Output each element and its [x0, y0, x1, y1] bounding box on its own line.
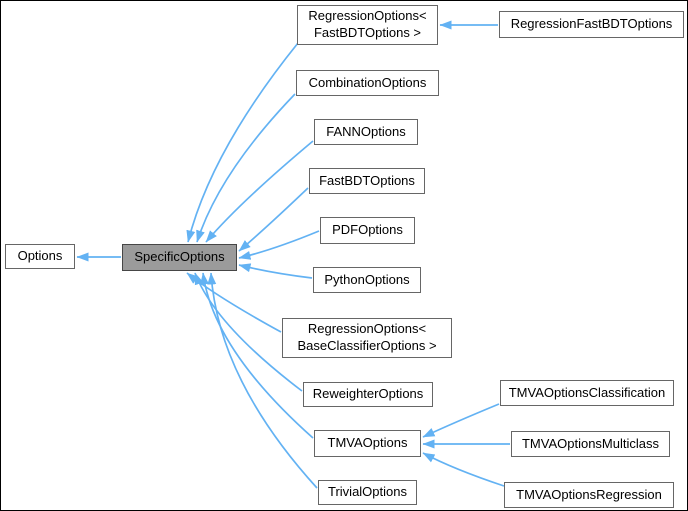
- class-node-label: Options: [17, 248, 63, 264]
- class-node-tmva-options-classification[interactable]: TMVAOptionsClassification: [500, 380, 674, 406]
- class-node-label: CombinationOptions: [308, 74, 427, 90]
- inheritance-arrow-regression-options-baseclassifier-to-specific-options: [186, 272, 282, 333]
- inheritance-arrow-combination-options-to-specific-options: [196, 93, 296, 243]
- class-node-label: SpecificOptions: [134, 249, 225, 265]
- class-node-pdf-options[interactable]: PDFOptions: [320, 217, 415, 244]
- class-node-label: TrivialOptions: [328, 484, 407, 500]
- inheritance-arrow-tmva-options-classification-to-tmva-options: [422, 403, 500, 438]
- class-node-trivial-options[interactable]: TrivialOptions: [318, 480, 417, 505]
- class-node-label: FastBDTOptions: [319, 172, 415, 188]
- class-node-label: RegressionFastBDTOptions: [510, 16, 673, 32]
- class-node-tmva-options[interactable]: TMVAOptions: [314, 430, 421, 457]
- class-node-label: ReweighterOptions: [312, 386, 424, 402]
- class-node-regression-fastbdt-options[interactable]: RegressionFastBDTOptions: [499, 11, 684, 38]
- class-node-regression-options-fastbdt[interactable]: RegressionOptions<FastBDTOptions >: [297, 5, 438, 45]
- inheritance-arrow-fann-options-to-specific-options: [205, 140, 314, 243]
- class-node-python-options[interactable]: PythonOptions: [313, 267, 421, 293]
- class-node-fastbdt-options[interactable]: FastBDTOptions: [309, 168, 425, 194]
- class-node-specific-options[interactable]: SpecificOptions: [122, 244, 237, 271]
- class-node-fann-options[interactable]: FANNOptions: [314, 119, 418, 145]
- inheritance-arrow-regression-options-fastbdt-to-specific-options: [186, 42, 299, 243]
- inheritance-arrow-tmva-options-regression-to-tmva-options: [422, 452, 505, 487]
- class-node-label: FastBDTOptions >: [313, 25, 422, 40]
- class-node-label: TMVAOptionsMulticlass: [521, 435, 659, 451]
- inheritance-arrow-tmva-options-to-specific-options: [200, 272, 314, 439]
- class-node-combination-options[interactable]: CombinationOptions: [296, 70, 439, 96]
- class-node-label: RegressionOptions<: [307, 321, 427, 337]
- inheritance-arrow-fastbdt-options-to-specific-options: [238, 187, 309, 252]
- inheritance-arrow-reweighter-options-to-specific-options: [194, 272, 303, 392]
- class-node-reweighter-options[interactable]: ReweighterOptions: [303, 382, 433, 407]
- class-node-label: PDFOptions: [332, 222, 403, 238]
- class-node-label: BaseClassifierOptions >: [297, 338, 437, 353]
- class-node-label: TMVAOptionsRegression: [516, 486, 662, 502]
- inheritance-arrow-pdf-options-to-specific-options: [238, 230, 320, 260]
- class-node-tmva-options-multiclass[interactable]: TMVAOptionsMulticlass: [511, 431, 670, 457]
- class-node-options[interactable]: Options: [5, 244, 75, 269]
- class-node-tmva-options-regression[interactable]: TMVAOptionsRegression: [504, 482, 674, 508]
- class-node-label: TMVAOptions: [327, 435, 408, 451]
- inheritance-arrow-python-options-to-specific-options: [238, 263, 313, 279]
- class-node-regression-options-baseclassifier[interactable]: RegressionOptions<BaseClassifierOptions …: [282, 318, 452, 358]
- class-node-label: TMVAOptionsClassification: [508, 384, 666, 400]
- class-node-label: FANNOptions: [326, 123, 406, 139]
- inheritance-arrow-trivial-options-to-specific-options: [207, 272, 318, 489]
- class-node-label: RegressionOptions<: [308, 8, 427, 24]
- class-node-label: PythonOptions: [324, 271, 410, 287]
